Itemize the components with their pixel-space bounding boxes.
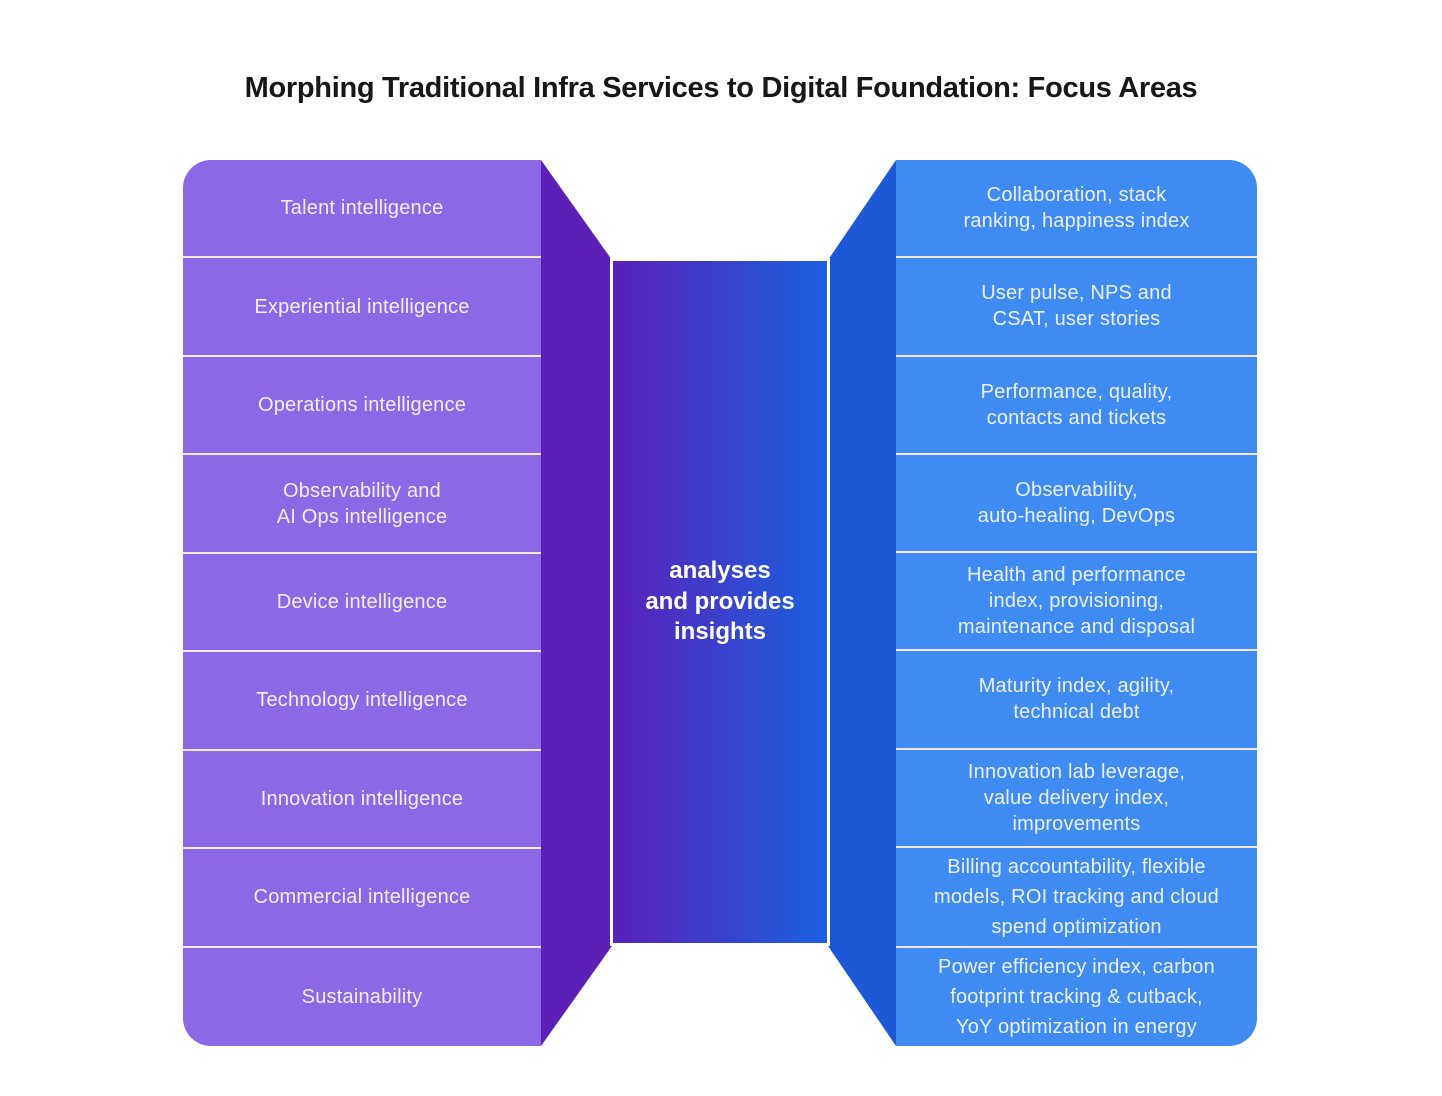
right-row-maturity: Maturity index, agility, technical debt — [896, 651, 1257, 750]
page-title: Morphing Traditional Infra Services to D… — [244, 72, 1198, 104]
left-row-label: Innovation intelligence — [260, 787, 464, 810]
left-row-commercial: Commercial intelligence — [183, 849, 541, 948]
right-row-label: Observability, auto-healing, DevOps — [977, 478, 1176, 527]
right-row-performance: Performance, quality, contacts and ticke… — [896, 357, 1257, 455]
left-row-label: Sustainability — [301, 985, 423, 1008]
right-row-label: Innovation lab leverage, value delivery … — [967, 760, 1186, 835]
left-row-label: Experiential intelligence — [254, 295, 470, 318]
right-row-label: Power efficiency index, carbon footprint… — [938, 955, 1215, 1038]
left-row-label: Technology intelligence — [256, 689, 468, 712]
right-panel-3d-side — [828, 160, 896, 1046]
left-row-technology: Technology intelligence — [183, 652, 541, 751]
left-row-device: Device intelligence — [183, 554, 541, 653]
left-row-label: Talent intelligence — [280, 197, 444, 220]
right-row-collaboration: Collaboration, stack ranking, happiness … — [896, 160, 1257, 259]
left-row-experiential: Experiential intelligence — [183, 258, 541, 357]
left-row-label: Device intelligence — [276, 590, 448, 613]
middle-connector: analyses and provides insights — [610, 258, 830, 946]
right-row-health-index: Health and performance index, provisioni… — [896, 553, 1257, 652]
right-row-user-pulse: User pulse, NPS and CSAT, user stories — [896, 258, 1257, 357]
right-panel: Collaboration, stack ranking, happiness … — [896, 160, 1257, 1046]
right-row-label: User pulse, NPS and CSAT, user stories — [981, 282, 1172, 331]
left-row-talent: Talent intelligence — [183, 160, 541, 259]
right-row-label: Performance, quality, contacts and ticke… — [980, 380, 1173, 429]
right-row-label: Collaboration, stack ranking, happiness … — [963, 184, 1190, 233]
left-panel-3d-side — [541, 160, 612, 1046]
right-row-label: Billing accountability, flexible models,… — [933, 855, 1220, 938]
left-row-innovation: Innovation intelligence — [183, 751, 541, 850]
right-row-label: Maturity index, agility, technical debt — [978, 675, 1175, 724]
middle-connector-label: analyses and provides insights — [645, 556, 795, 646]
right-row-observability: Observability, auto-healing, DevOps — [896, 455, 1257, 553]
left-panel: Talent intelligence Experiential intelli… — [183, 160, 541, 1046]
right-row-billing: Billing accountability, flexible models,… — [896, 848, 1257, 948]
left-row-operations: Operations intelligence — [183, 357, 541, 456]
right-row-innovation-lab: Innovation lab leverage, value delivery … — [896, 750, 1257, 848]
left-row-label: Commercial intelligence — [253, 886, 471, 909]
right-row-label: Health and performance index, provisioni… — [957, 564, 1196, 639]
right-row-power-efficiency: Power efficiency index, carbon footprint… — [896, 948, 1257, 1046]
left-row-label: Operations intelligence — [257, 394, 467, 417]
left-row-observability-aiops: Observability and AI Ops intelligence — [183, 455, 541, 554]
left-row-label: Observability and AI Ops intelligence — [276, 479, 448, 528]
left-row-sustainability: Sustainability — [183, 948, 541, 1046]
